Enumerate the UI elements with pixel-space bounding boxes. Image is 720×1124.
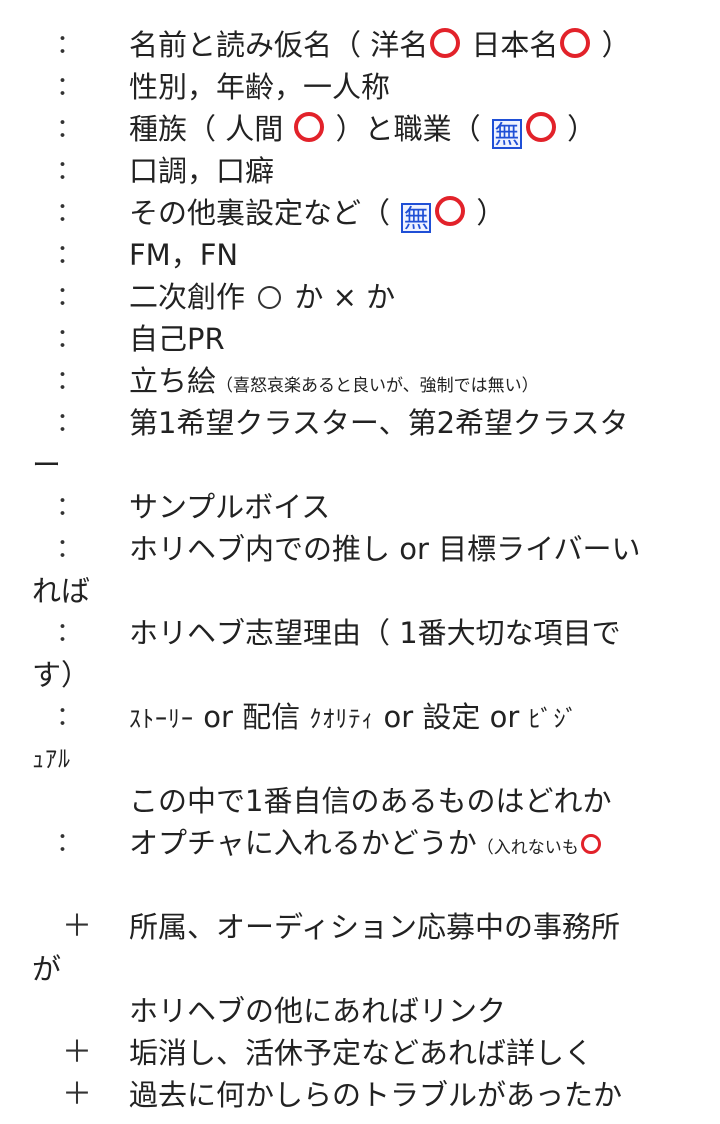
field-trouble: ＋ 過去に何かしらのトラブルがあったか: [0, 1074, 720, 1116]
field-cluster: ： 第1希望クラスター、第2希望クラスタ: [0, 402, 720, 444]
field-continuation: ｭｱﾙ: [32, 745, 71, 773]
red-circle-icon: [525, 112, 556, 142]
colon-marker: ：: [55, 324, 82, 354]
field-label: ｽﾄｰﾘｰ: [129, 705, 194, 733]
colon-marker: ：: [55, 30, 82, 60]
field-continuation: れば: [32, 574, 91, 608]
field-label: ホリヘブ志望理由（ 1番大切な項目で: [129, 616, 621, 650]
field-label: 立ち絵: [129, 364, 217, 398]
colon-marker: ：: [55, 534, 82, 564]
field-label: サンプルボイス: [129, 490, 331, 524]
field-continuation: ー: [32, 448, 62, 482]
field-agency: ＋ 所属、オーディション応募中の事務所: [0, 906, 720, 948]
red-circle-icon: [435, 196, 466, 226]
field-sample-voice: ： サンプルボイス: [0, 486, 720, 528]
field-strength-options: ： ｽﾄｰﾘｰ or 配信 ｸｵﾘﾃｨ or 設定 or ﾋﾞｼﾞ: [0, 696, 720, 738]
field-label: この中で1番自信のあるものはどれか: [129, 784, 612, 818]
field-openchat: ： オプチャに入れるかどうか（入れないも: [0, 822, 720, 864]
field-label: 種族（ 人間: [129, 112, 293, 146]
none-boxed-icon: 無: [491, 119, 522, 149]
field-label: か × か: [285, 280, 396, 314]
plus-marker: ＋: [62, 909, 92, 944]
field-label: 垢消し、活休予定などあれば詳しく: [129, 1036, 594, 1070]
field-hiatus: ＋ 垢消し、活休予定などあれば詳しく: [0, 1032, 720, 1074]
field-label: ホリヘブの他にあればリンク: [129, 994, 507, 1028]
field-label: 名前と読み仮名（ 洋名: [129, 28, 429, 62]
field-label: 口調，口癖: [129, 154, 275, 188]
field-strength-question: この中で1番自信のあるものはどれか: [0, 780, 720, 822]
colon-marker: ：: [55, 198, 82, 228]
colon-marker: ：: [55, 702, 82, 732]
field-label: ｸｵﾘﾃｨ: [309, 705, 375, 733]
field-note: （喜怒哀楽あると良いが、強制では無い）: [216, 376, 539, 396]
field-label: 所属、オーディション応募中の事務所: [129, 910, 620, 944]
field-label: ）と職業（: [326, 112, 490, 146]
field-note: （入れないも: [476, 838, 579, 858]
field-label: ホリヘブ内での推し or 目標ライバーい: [129, 532, 641, 566]
field-standing-art: ： 立ち絵（喜怒哀楽あると良いが、強制では無い）: [0, 360, 720, 402]
field-label: ）: [467, 196, 506, 230]
colon-marker: ：: [55, 72, 82, 102]
colon-marker: ：: [55, 492, 82, 522]
circle-outline-icon: [258, 286, 282, 309]
field-label: ﾋﾞｼﾞ: [528, 705, 579, 733]
field-label: 自己PR: [129, 322, 225, 356]
field-label: or 配信: [194, 700, 310, 734]
field-speech: ： 口調，口癖: [0, 150, 720, 192]
colon-marker: ：: [55, 366, 82, 396]
field-gender-age: ： 性別，年齢，一人称: [0, 66, 720, 108]
field-label: その他裏設定など（: [129, 196, 400, 230]
red-circle-icon: [560, 28, 591, 58]
field-fanworks: ： 二次創作 か × か: [0, 276, 720, 318]
field-label: 日本名: [462, 28, 559, 62]
field-label: 第1希望クラスター、第2希望クラスタ: [129, 406, 629, 440]
field-label: 過去に何かしらのトラブルがあったか: [129, 1078, 623, 1112]
field-continuation: す）: [32, 658, 91, 692]
field-backstory: ： その他裏設定など（ 無 ）: [0, 192, 720, 234]
field-name: ： 名前と読み仮名（ 洋名 日本名 ）: [0, 24, 720, 66]
red-circle-icon: [294, 112, 325, 142]
none-boxed-icon: 無: [401, 203, 432, 233]
colon-marker: ：: [55, 240, 82, 270]
field-race-job: ： 種族（ 人間 ）と職業（ 無 ）: [0, 108, 720, 150]
field-label: or 設定 or: [374, 700, 529, 734]
field-label: ）: [592, 28, 631, 62]
field-fm-fn: ： FM，FN: [0, 234, 720, 276]
field-label: 性別，年齢，一人称: [129, 70, 391, 104]
field-continuation: が: [32, 952, 62, 986]
colon-marker: ：: [55, 618, 82, 648]
colon-marker: ：: [55, 828, 82, 858]
field-label: 二次創作: [129, 280, 255, 314]
colon-marker: ：: [55, 114, 82, 144]
colon-marker: ：: [55, 408, 82, 438]
field-self-pr: ： 自己PR: [0, 318, 720, 360]
red-circle-icon: [580, 834, 601, 854]
field-oshi: ： ホリヘブ内での推し or 目標ライバーい: [0, 528, 720, 570]
plus-marker: ＋: [62, 1077, 92, 1112]
colon-marker: ：: [55, 282, 82, 312]
plus-marker: ＋: [62, 1035, 92, 1070]
colon-marker: ：: [55, 156, 82, 186]
field-label: FM，FN: [129, 238, 239, 272]
field-label: ）: [557, 112, 597, 146]
field-label: オプチャに入れるかどうか: [129, 826, 477, 860]
red-circle-icon: [430, 28, 461, 58]
field-other-links: ホリヘブの他にあればリンク: [0, 990, 720, 1032]
field-motivation: ： ホリヘブ志望理由（ 1番大切な項目で: [0, 612, 720, 654]
